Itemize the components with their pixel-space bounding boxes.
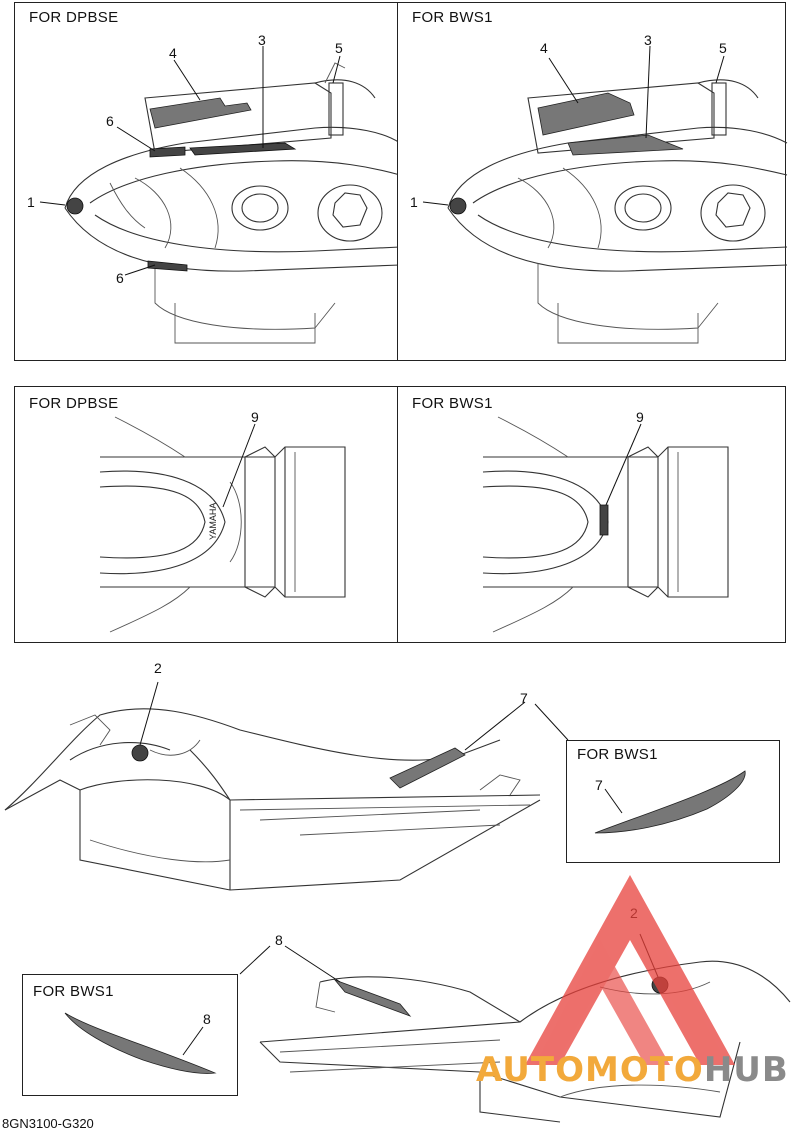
callout-1: 1 [410,194,418,210]
watermark-text: AUTOMOTOHUB [476,1050,789,1090]
callout-3: 3 [258,32,266,48]
mid-left-panel: FOR DPBSE YAMAHA 9 [14,386,399,643]
yamaha-decal: YAMAHA [208,503,218,540]
callout-8: 8 [203,1011,211,1027]
watermark-part1: AUTO [476,1050,585,1090]
panel-title: FOR BWS1 [33,983,114,1000]
panel-title: FOR BWS1 [412,395,493,412]
drawing-code: 8GN3100-G320 [2,1116,94,1131]
callout-6: 6 [116,270,124,286]
callout-7: 7 [595,777,603,793]
callout-3: 3 [644,32,652,48]
callout-7: 7 [520,690,528,706]
panel-title: FOR DPBSE [29,9,119,26]
callout-4: 4 [540,40,548,56]
decal-8-detail [64,1012,217,1074]
top-left-panel: FOR DPBSE 1 4 3 5 6 6 [14,2,401,361]
callout-2: 2 [154,660,162,676]
panel-title: FOR BWS1 [577,746,658,763]
callout-5: 5 [335,40,343,56]
callout-8: 8 [275,932,283,948]
inset-left-panel: FOR BWS1 8 [22,974,238,1096]
side-view-left-diagram [4,681,569,891]
inset-right-panel: FOR BWS1 7 [566,740,780,863]
front-deck-diagram [422,45,788,344]
decal-7-detail [594,770,746,834]
callout-6: 6 [106,113,114,129]
watermark-logo [525,875,735,1065]
panel-title: FOR BWS1 [412,9,493,26]
rear-deck-diagram: YAMAHA [99,416,346,633]
panel-title: FOR DPBSE [29,395,119,412]
callout-1: 1 [27,194,35,210]
rear-deck-diagram [482,416,729,633]
callout-9: 9 [636,409,644,425]
watermark-part2: MOTO [584,1050,704,1090]
watermark-part3: HUB [703,1050,789,1090]
mid-right-panel: FOR BWS1 9 [397,386,786,643]
callout-5: 5 [719,40,727,56]
callout-4: 4 [169,45,177,61]
front-deck-diagram [39,46,401,344]
top-right-panel: FOR BWS1 1 4 3 5 [397,2,788,361]
callout-9: 9 [251,409,259,425]
